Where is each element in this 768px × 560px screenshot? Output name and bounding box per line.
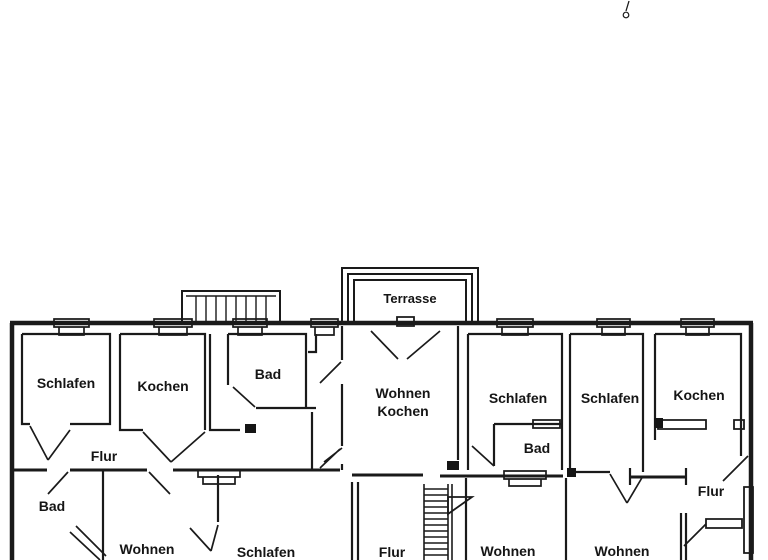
room-label-wohnen-kochen-1: Wohnen xyxy=(376,385,431,401)
staircase-top xyxy=(181,290,281,323)
interior-walls xyxy=(20,326,743,560)
room-label-flur-right: Flur xyxy=(698,483,725,499)
survey-mark-line xyxy=(625,0,630,12)
room-label-bad-bottom-left: Bad xyxy=(39,498,65,514)
fixtures xyxy=(396,316,754,554)
room-label-flur-bottom: Flur xyxy=(379,544,406,560)
terrace-railing xyxy=(341,267,479,323)
survey-mark-icon xyxy=(622,0,630,19)
outer-walls xyxy=(9,320,754,560)
wall-posts xyxy=(245,418,663,477)
corridor-walls xyxy=(10,468,685,479)
terrace-railing-lines xyxy=(341,267,479,323)
room-label-wohnen-bottom-mid: Wohnen xyxy=(481,543,536,559)
room-label-kochen-top-left: Kochen xyxy=(137,378,188,394)
staircase-top-treads xyxy=(186,295,276,322)
staircase-middle xyxy=(423,484,453,560)
room-labels: Terrasse Schlafen Kochen Bad Wohnen Koch… xyxy=(37,291,725,560)
room-label-wohnen-kochen-2: Kochen xyxy=(377,403,428,419)
room-label-kochen-top-right: Kochen xyxy=(673,387,724,403)
room-label-schlafen-top-mid: Schlafen xyxy=(489,390,547,406)
room-label-schlafen-top-left: Schlafen xyxy=(37,375,95,391)
room-label-wohnen-bottom-left: Wohnen xyxy=(120,541,175,557)
room-label-bad-mid: Bad xyxy=(524,440,550,456)
room-label-terrasse: Terrasse xyxy=(383,291,436,306)
room-label-bad-top: Bad xyxy=(255,366,281,382)
door-swing-lines xyxy=(29,330,749,560)
room-label-flur-left: Flur xyxy=(91,448,118,464)
window-icons-interior xyxy=(197,469,547,487)
survey-mark-circle xyxy=(622,11,630,19)
room-label-wohnen-bottom-right: Wohnen xyxy=(595,543,650,559)
room-label-schlafen-top-right: Schlafen xyxy=(581,390,639,406)
room-label-schlafen-bottom: Schlafen xyxy=(237,544,295,560)
